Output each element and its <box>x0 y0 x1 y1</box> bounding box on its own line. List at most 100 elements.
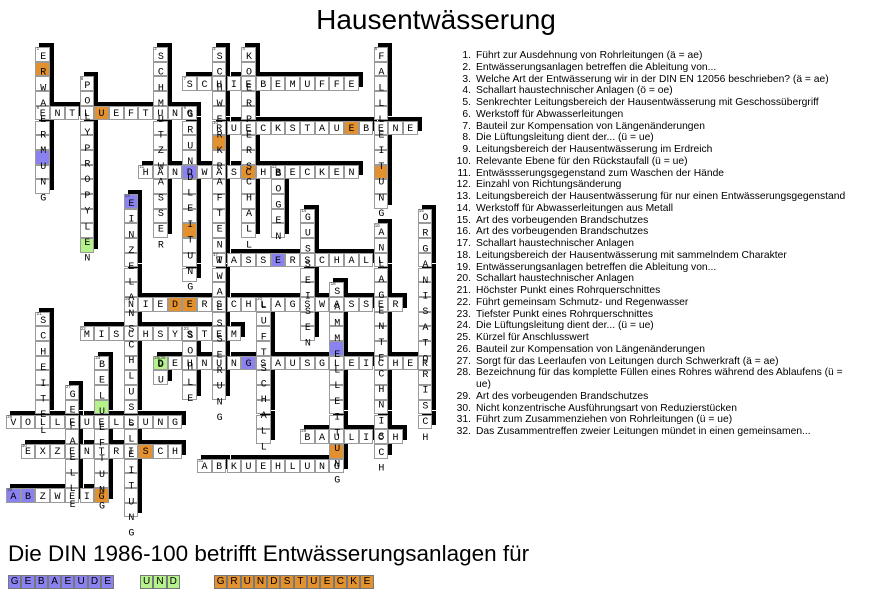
crossword-cell[interactable] <box>344 164 359 180</box>
crossword-cell[interactable] <box>329 282 345 297</box>
crossword-cell[interactable] <box>241 252 256 268</box>
crossword-cell[interactable] <box>314 429 330 444</box>
crossword-cell[interactable] <box>79 488 95 503</box>
crossword-cell[interactable] <box>211 282 227 297</box>
crossword-cell[interactable] <box>94 105 109 121</box>
crossword-cell[interactable] <box>241 61 256 77</box>
crossword-cell[interactable] <box>108 443 124 459</box>
crossword-cell[interactable] <box>255 164 271 180</box>
crossword-cell[interactable] <box>255 252 271 268</box>
crossword-cell[interactable] <box>373 370 389 386</box>
crossword-cell[interactable] <box>241 135 256 150</box>
crossword-cell[interactable] <box>373 120 389 136</box>
crossword-cell[interactable] <box>373 399 389 415</box>
crossword-cell[interactable] <box>35 164 51 180</box>
crossword-cell[interactable] <box>79 105 95 121</box>
crossword-cell[interactable] <box>20 488 36 503</box>
crossword-cell[interactable] <box>417 370 433 386</box>
crossword-cell[interactable] <box>123 238 139 253</box>
crossword-cell[interactable] <box>373 252 389 268</box>
crossword-cell[interactable] <box>241 164 256 180</box>
crossword-cell[interactable] <box>270 296 286 312</box>
crossword-cell[interactable] <box>167 355 183 371</box>
crossword-cell[interactable] <box>123 326 139 341</box>
crossword-cell[interactable] <box>182 326 198 341</box>
crossword-cell[interactable] <box>358 296 374 312</box>
crossword-cell[interactable] <box>329 429 345 444</box>
crossword-cell[interactable] <box>138 414 153 430</box>
crossword-cell[interactable] <box>20 414 36 430</box>
crossword-cell[interactable] <box>417 414 433 430</box>
crossword-cell[interactable] <box>211 76 227 92</box>
crossword-cell[interactable] <box>344 355 359 371</box>
crossword-cell[interactable] <box>300 238 315 253</box>
crossword-cell[interactable] <box>153 326 168 341</box>
crossword-cell[interactable] <box>35 443 51 459</box>
crossword-cell[interactable] <box>314 164 330 180</box>
crossword-cell[interactable] <box>285 164 300 180</box>
crossword-cell[interactable] <box>388 429 403 444</box>
crossword-cell[interactable] <box>6 414 21 430</box>
crossword-cell[interactable] <box>241 355 256 371</box>
crossword-cell[interactable] <box>153 223 168 239</box>
crossword-cell[interactable] <box>314 296 330 312</box>
crossword-cell[interactable] <box>108 326 124 341</box>
crossword-cell[interactable] <box>35 311 51 327</box>
crossword-cell[interactable] <box>329 326 345 341</box>
crossword-cell[interactable] <box>270 458 286 474</box>
crossword-cell[interactable] <box>123 223 139 239</box>
crossword-cell[interactable] <box>329 370 345 386</box>
crossword-cell[interactable] <box>417 341 433 356</box>
crossword-cell[interactable] <box>64 443 80 459</box>
crossword-cell[interactable] <box>241 458 256 474</box>
crossword-cell[interactable] <box>138 326 153 341</box>
crossword-cell[interactable] <box>197 296 212 312</box>
crossword-cell[interactable] <box>241 76 256 92</box>
crossword-cell[interactable] <box>285 120 300 136</box>
crossword-cell[interactable] <box>417 238 433 253</box>
crossword-cell[interactable] <box>300 164 315 180</box>
crossword-cell[interactable] <box>123 502 139 518</box>
crossword-cell[interactable] <box>373 341 389 356</box>
crossword-cell[interactable] <box>167 296 183 312</box>
crossword-cell[interactable] <box>182 267 198 283</box>
crossword-cell[interactable] <box>153 61 168 77</box>
crossword-cell[interactable] <box>35 61 51 77</box>
crossword-cell[interactable] <box>270 208 286 224</box>
crossword-cell[interactable] <box>182 370 198 386</box>
crossword-cell[interactable] <box>314 120 330 136</box>
crossword-cell[interactable] <box>94 355 109 371</box>
crossword-cell[interactable] <box>94 458 109 474</box>
crossword-cell[interactable] <box>211 458 227 474</box>
crossword-cell[interactable] <box>153 208 168 224</box>
crossword-cell[interactable] <box>285 355 300 371</box>
crossword-cell[interactable] <box>123 429 139 444</box>
crossword-cell[interactable] <box>35 341 51 356</box>
crossword-cell[interactable] <box>255 296 271 312</box>
crossword-cell[interactable] <box>138 296 153 312</box>
crossword-cell[interactable] <box>211 370 227 386</box>
crossword-cell[interactable] <box>79 91 95 106</box>
crossword-cell[interactable] <box>329 120 345 136</box>
crossword-cell[interactable] <box>270 179 286 194</box>
crossword-cell[interactable] <box>50 443 65 459</box>
crossword-cell[interactable] <box>211 149 227 165</box>
crossword-cell[interactable] <box>153 355 168 371</box>
crossword-cell[interactable] <box>255 326 271 341</box>
crossword-cell[interactable] <box>211 311 227 327</box>
crossword-cell[interactable] <box>329 252 345 268</box>
crossword-cell[interactable] <box>123 488 139 503</box>
crossword-cell[interactable] <box>211 208 227 224</box>
crossword-cell[interactable] <box>167 414 183 430</box>
crossword-cell[interactable] <box>167 164 183 180</box>
crossword-cell[interactable] <box>211 194 227 209</box>
crossword-cell[interactable] <box>211 91 227 106</box>
crossword-cell[interactable] <box>270 194 286 209</box>
crossword-cell[interactable] <box>64 414 80 430</box>
crossword-cell[interactable] <box>153 120 168 136</box>
crossword-cell[interactable] <box>35 326 51 341</box>
crossword-cell[interactable] <box>64 105 80 121</box>
crossword-cell[interactable] <box>329 341 345 356</box>
crossword-cell[interactable] <box>329 414 345 430</box>
crossword-cell[interactable] <box>402 120 418 136</box>
